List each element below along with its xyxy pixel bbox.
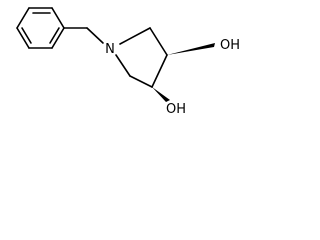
hydroxyl-top-label: OH bbox=[220, 38, 240, 53]
nitrogen-atom-label: N bbox=[105, 42, 115, 57]
wedge-bond-bottom-oh bbox=[152, 87, 170, 102]
ring-bond-n-c2 bbox=[119, 27, 151, 45]
benzene-bond-2 bbox=[51, 7, 65, 29]
benzene-inner-bond-2 bbox=[49, 27, 60, 44]
wedge-bond-top-oh bbox=[167, 43, 215, 55]
molecule-structure: N OH OH bbox=[16, 7, 240, 117]
ring-bond-c4-c5 bbox=[129, 75, 153, 88]
structure-canvas: N OH OH bbox=[0, 0, 264, 118]
benzene-bond-3 bbox=[51, 27, 65, 49]
benzene-bond-5 bbox=[16, 27, 30, 49]
benzyl-bond-ch2-n bbox=[86, 27, 104, 44]
ring-bond-c3-c4 bbox=[151, 54, 168, 88]
ring-bond-c2-c3 bbox=[149, 27, 168, 56]
benzene-inner-bond-3 bbox=[21, 27, 32, 44]
benzene-bond-6 bbox=[16, 7, 30, 29]
hydroxyl-bottom-label: OH bbox=[166, 102, 186, 117]
ring-bond-c5-n bbox=[115, 54, 131, 77]
